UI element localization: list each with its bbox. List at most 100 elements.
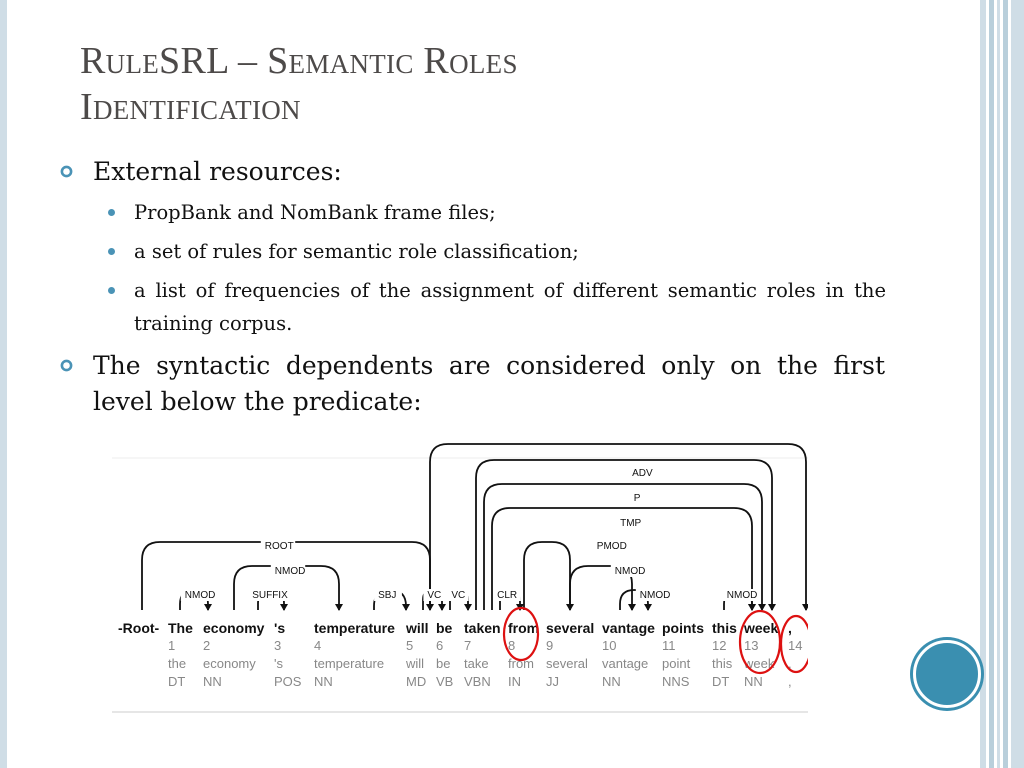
token-pos: NNS xyxy=(662,674,690,689)
sub-bullet-text: a list of frequencies of the assignment … xyxy=(134,279,886,335)
decorative-circle xyxy=(913,640,981,708)
arc-adv-inner xyxy=(475,459,773,610)
token-index: 5 xyxy=(406,638,413,653)
slide-title: RuleSRL – Semantic Roles Identification xyxy=(80,38,920,130)
token-pos: NN xyxy=(314,674,333,689)
token-lemma: from xyxy=(508,656,534,671)
token-lemma: take xyxy=(464,656,489,671)
arc-pmod xyxy=(523,541,571,610)
token-index: 14 xyxy=(788,638,802,653)
token-word: will xyxy=(405,620,429,636)
arc-label-nmod-10: NMOD xyxy=(640,590,671,601)
arc-label-bg xyxy=(180,589,216,601)
arrowhead-icon xyxy=(464,604,472,611)
arc-label-bg xyxy=(592,540,628,552)
token-word: this xyxy=(712,620,737,636)
arrowhead-icon xyxy=(566,604,574,611)
arc-label-nmod-top: NMOD xyxy=(275,566,306,577)
token-word: be xyxy=(436,620,453,636)
arrowhead-icon xyxy=(280,604,288,611)
token-lemma: will xyxy=(405,656,424,671)
token-index: 2 xyxy=(203,638,210,653)
arrowhead-icon xyxy=(438,604,446,611)
arc-label-bg xyxy=(493,589,521,601)
highlight-circle-from xyxy=(502,606,540,662)
arrowhead-icon xyxy=(628,604,636,611)
token-lemma: , xyxy=(788,656,792,671)
arc-label-bg xyxy=(610,565,646,577)
arc-label-vc2: VC xyxy=(451,590,465,601)
bullet-text: The syntactic dependents are considered … xyxy=(93,351,885,416)
sub-bullet-text: a set of rules for semantic role classif… xyxy=(134,240,579,263)
token-index: 1 xyxy=(168,638,175,653)
arc-label-nmod-12: NMOD xyxy=(727,590,758,601)
token-word: points xyxy=(662,620,704,636)
token-index: 3 xyxy=(274,638,281,653)
ring-bullet-icon xyxy=(60,165,73,178)
token-index: 11 xyxy=(662,638,676,653)
token-pos: POS xyxy=(274,674,302,689)
arc-label-adv: ADV xyxy=(632,468,653,479)
token-pos: NN xyxy=(203,674,222,689)
arc-label-root: ROOT xyxy=(265,541,294,552)
arc-label-bg xyxy=(629,492,645,504)
token-pos: NN xyxy=(602,674,621,689)
arc-label-bg xyxy=(722,589,758,601)
token-word: vantage xyxy=(602,620,655,636)
arc-label-bg xyxy=(423,589,445,601)
token-word: several xyxy=(546,620,594,636)
title-line-2: Identification xyxy=(80,86,301,128)
token-pos: DT xyxy=(712,674,729,689)
arc-label-vc1: VC xyxy=(427,590,441,601)
arrowhead-icon xyxy=(644,604,652,611)
token-pos: VBN xyxy=(464,674,491,689)
bullet-text: External resources: xyxy=(93,157,342,186)
root-token-label: -Root- xyxy=(118,620,160,636)
sub-bullet-text: PropBank and NomBank frame files; xyxy=(134,201,496,224)
arrowhead-icon xyxy=(748,604,756,611)
arc-label-clr: CLR xyxy=(497,590,517,601)
arc-label-bg xyxy=(248,589,296,601)
arc-label-bg xyxy=(374,589,402,601)
arc-label-bg xyxy=(260,540,296,552)
token-lemma: week xyxy=(743,656,775,671)
token-lemma: economy xyxy=(203,656,256,671)
ring-bullet-icon xyxy=(60,359,73,372)
token-lemma: vantage xyxy=(602,656,648,671)
token-pos: JJ xyxy=(546,674,559,689)
token-lemma: this xyxy=(712,656,733,671)
arrowhead-icon xyxy=(402,604,410,611)
dot-bullet-icon xyxy=(108,248,115,255)
token-word: from xyxy=(508,620,539,636)
arc-label-tmp: TMP xyxy=(620,518,641,529)
token-index: 13 xyxy=(744,638,758,653)
token-index: 12 xyxy=(712,638,726,653)
token-pos: MD xyxy=(406,674,426,689)
token-lemma: 's xyxy=(274,656,283,671)
token-index: 10 xyxy=(602,638,616,653)
arrowhead-icon xyxy=(204,604,212,611)
dot-bullet-icon xyxy=(108,209,115,216)
arc-label-sbj: SBJ xyxy=(378,590,396,601)
dot-bullet-icon xyxy=(108,287,115,294)
arrowhead-icon xyxy=(768,604,776,611)
token-lemma: several xyxy=(546,656,588,671)
token-pos: , xyxy=(788,674,792,689)
token-word: economy xyxy=(203,620,265,636)
arc-adv xyxy=(429,443,807,610)
token-word: taken xyxy=(464,620,501,636)
arc-label-bg xyxy=(270,565,306,577)
token-pos: IN xyxy=(508,674,521,689)
token-lemma: the xyxy=(168,656,186,671)
arc-label-pmod: PMOD xyxy=(597,541,627,552)
token-index: 4 xyxy=(314,638,321,653)
token-pos: NN xyxy=(744,674,763,689)
right-decor-stripes xyxy=(980,0,1024,768)
arrowhead-icon xyxy=(426,604,434,611)
token-pos: VB xyxy=(436,674,453,689)
arc-label-p: P xyxy=(634,493,641,504)
arrowhead-icon xyxy=(335,604,343,611)
arc-label-bg xyxy=(628,467,656,479)
